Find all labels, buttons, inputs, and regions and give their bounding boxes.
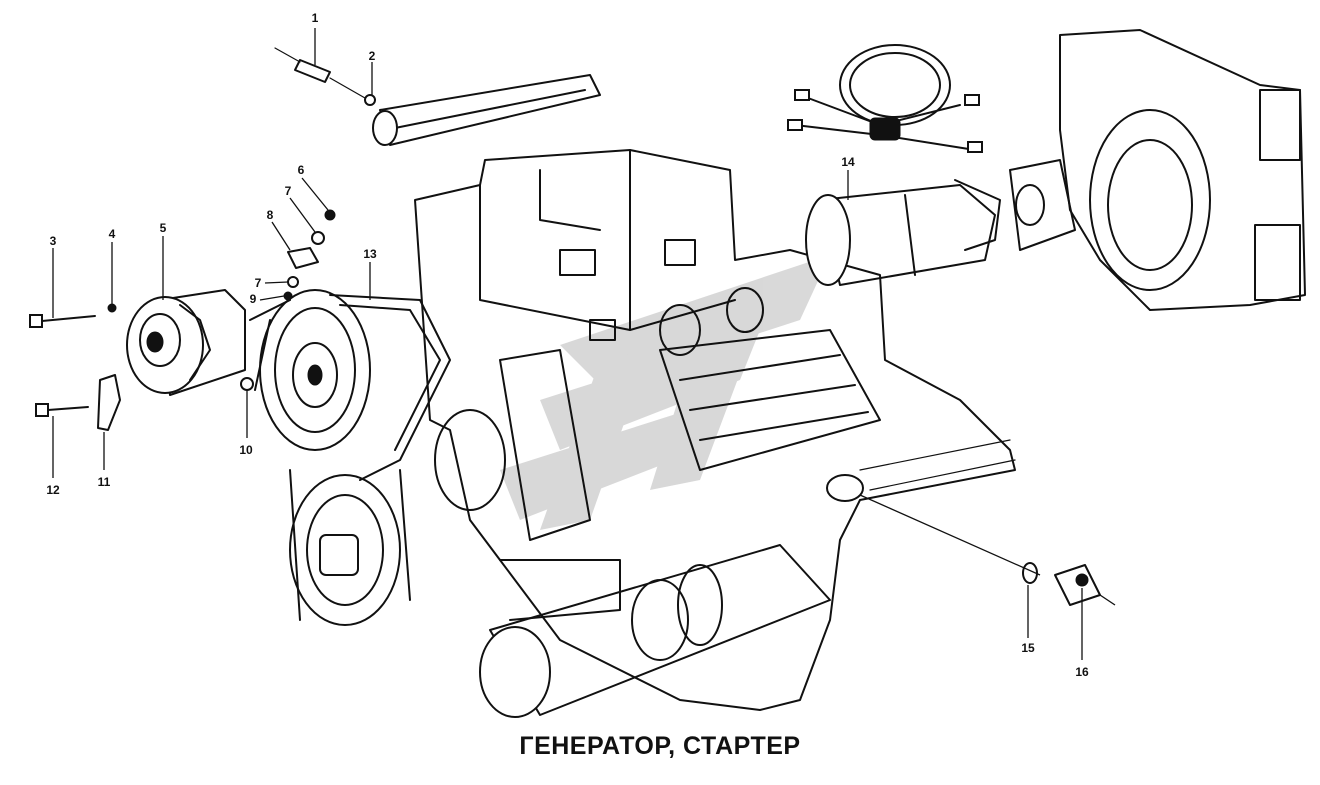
- bolt-10: [240, 377, 254, 391]
- callout-3: 3: [50, 234, 57, 248]
- callout-9: 9: [250, 292, 257, 306]
- callout-13: 13: [363, 247, 377, 261]
- washer-7a: [311, 231, 325, 245]
- nut-9: [283, 291, 293, 301]
- generator: [126, 289, 246, 396]
- callout-7a: 7: [285, 184, 292, 198]
- callout-8: 8: [267, 208, 274, 222]
- callout-4: 4: [109, 227, 116, 241]
- engine-block: [414, 149, 1016, 711]
- sensor-port: [826, 474, 864, 502]
- nut-6: [324, 209, 336, 221]
- callout-10: 10: [239, 443, 253, 457]
- sensor-16: [1054, 564, 1101, 606]
- callout-15: 15: [1021, 641, 1035, 655]
- starter-cables: [787, 44, 983, 153]
- washer-4: [107, 303, 117, 313]
- callout-7b: 7: [255, 276, 262, 290]
- callout-16: 16: [1075, 665, 1089, 679]
- callout-12: 12: [46, 483, 60, 497]
- callout-labels: 1 2 3 4 5 6 7 8 7 9 10 11 12 13 14 15 16: [46, 11, 1089, 679]
- watermark-logo: [500, 255, 830, 530]
- starter: [805, 179, 1001, 286]
- callout-5: 5: [160, 221, 167, 235]
- oil-filter: [479, 544, 831, 718]
- belt-drive: [259, 289, 506, 626]
- flywheel-housing: [1009, 29, 1306, 311]
- washer-7b: [287, 276, 299, 288]
- leader-lines: [52, 28, 1083, 660]
- callout-1: 1: [312, 11, 319, 25]
- callout-14: 14: [841, 155, 855, 169]
- callout-2: 2: [369, 49, 376, 63]
- fuel-rail: [274, 47, 601, 146]
- callout-11: 11: [98, 475, 111, 489]
- bolt-12: [35, 403, 89, 417]
- diagram-title: ГЕНЕРАТОР, СТАРТЕР: [519, 732, 801, 760]
- callout-6: 6: [298, 163, 305, 177]
- bolt-3: [29, 314, 96, 328]
- bracket: [97, 374, 121, 431]
- bracket-8: [287, 247, 319, 269]
